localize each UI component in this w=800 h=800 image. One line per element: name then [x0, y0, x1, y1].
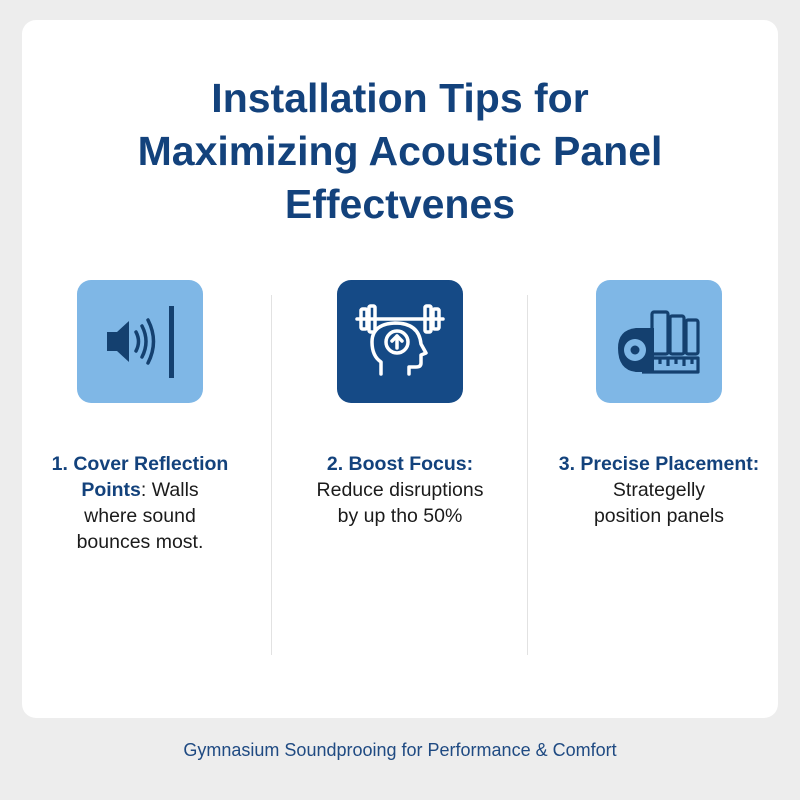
tip-3-text: 3. Precise Placement: Strategelly positi…	[534, 451, 784, 529]
tip-column-1: 1. Cover Reflection Points: Walls where …	[15, 280, 265, 555]
content-card: Installation Tips for Maximizing Acousti…	[22, 20, 778, 718]
tip-1-body-3: bounces most.	[76, 531, 204, 553]
tip-2-heading: 2. Boost Focus:	[326, 453, 474, 475]
tip-2-body-1: Reduce disruptions	[316, 479, 484, 501]
tip-column-2: 2. Boost Focus: Reduce disruptions by up…	[275, 280, 525, 529]
title-line-3: Effectvenes	[284, 181, 516, 227]
tip-3-body-2: position panels	[593, 505, 725, 527]
title-line-1: Installation Tips for	[211, 75, 589, 121]
column-divider-1	[271, 295, 272, 655]
tip-2-body-2: by up tho 50%	[337, 505, 463, 527]
head-dumbbell-focus-icon	[337, 280, 463, 403]
tip-1-body-1: : Walls	[140, 479, 199, 501]
tape-measure-panels-icon	[596, 280, 722, 403]
tip-3-heading: 3. Precise Placement:	[558, 453, 760, 475]
title-line-2: Maximizing Acoustic Panel	[137, 128, 663, 174]
tip-1-heading-cont: Points	[81, 479, 141, 501]
column-divider-2	[527, 295, 528, 655]
footer-caption: Gymnasium Soundprooing for Performance &…	[183, 740, 617, 760]
speaker-sound-wall-icon	[77, 280, 203, 403]
page-title: Installation Tips for Maximizing Acousti…	[22, 72, 778, 231]
tip-1-heading: 1. Cover Reflection	[51, 453, 229, 475]
tip-1-body-2: where sound	[84, 505, 196, 527]
tip-2-text: 2. Boost Focus: Reduce disruptions by up…	[275, 451, 525, 529]
tip-1-text: 1. Cover Reflection Points: Walls where …	[15, 451, 265, 555]
tip-column-3: 3. Precise Placement: Strategelly positi…	[534, 280, 784, 529]
tip-3-body-1: Strategelly	[612, 479, 706, 501]
